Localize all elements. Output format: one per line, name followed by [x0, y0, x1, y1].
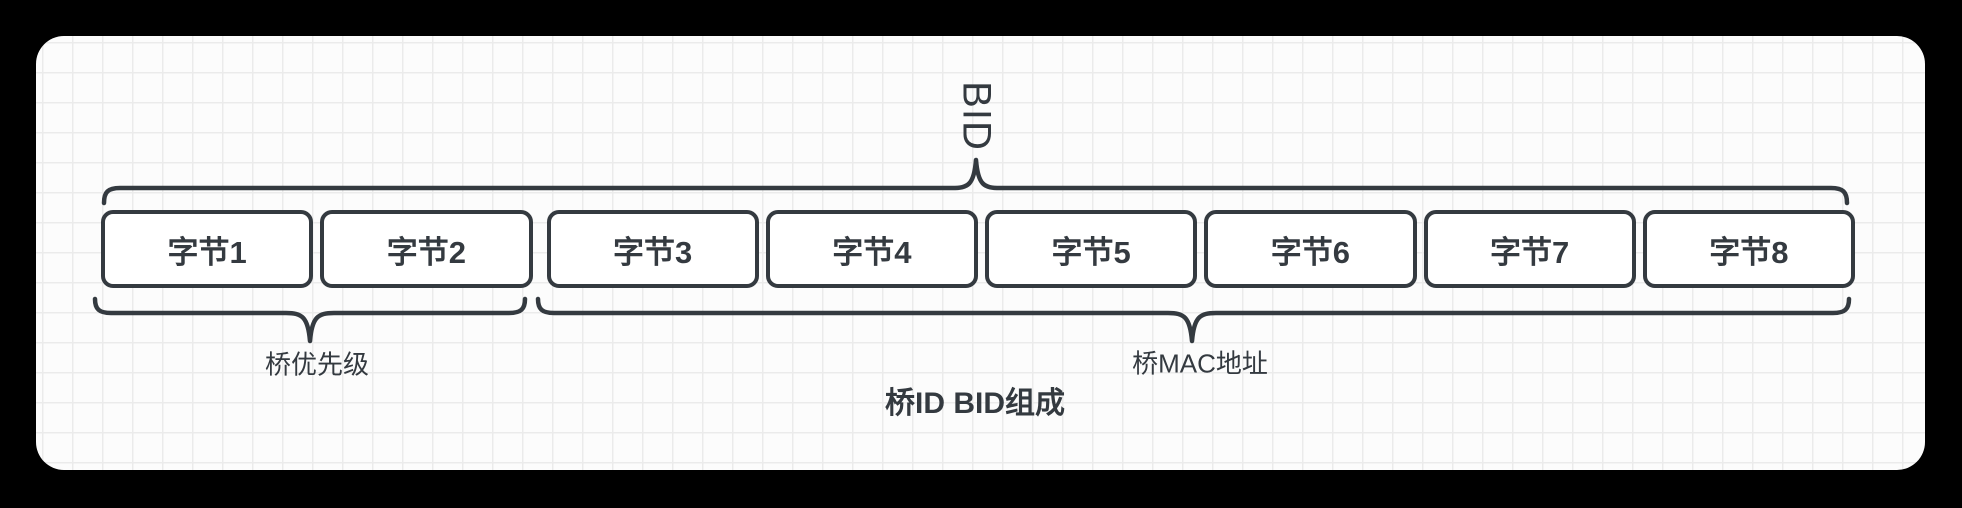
- byte-box-8: 字节8: [1642, 210, 1855, 288]
- byte-box-5: 字节5: [985, 210, 1198, 288]
- byte-box-6: 字节6: [1204, 210, 1417, 288]
- diagram-caption: 桥ID BID组成: [885, 387, 1065, 420]
- byte-box-label: 字节1: [167, 234, 247, 270]
- byte-box-1: 字节1: [101, 210, 314, 288]
- byte-box-7: 字节7: [1423, 210, 1636, 288]
- byte-box-3: 字节3: [546, 210, 759, 288]
- byte-box-label: 字节7: [1490, 234, 1570, 270]
- byte-box-2: 字节2: [320, 210, 533, 288]
- byte-box-label: 字节2: [386, 234, 466, 270]
- priority-label: 桥优先级: [264, 349, 370, 380]
- mac-address-label: 桥MAC地址: [1132, 348, 1268, 379]
- byte-box-label: 字节4: [832, 234, 912, 270]
- byte-box-label: 字节5: [1051, 234, 1131, 270]
- bid-label: BID: [954, 81, 999, 151]
- byte-box-label: 字节8: [1709, 234, 1789, 270]
- byte-box-4: 字节4: [765, 210, 978, 288]
- byte-row: 字节1 字节2 字节3 字节4 字节5 字节6 字节7 字节8: [101, 210, 1855, 288]
- byte-box-label: 字节3: [613, 234, 693, 270]
- byte-box-label: 字节6: [1270, 234, 1350, 270]
